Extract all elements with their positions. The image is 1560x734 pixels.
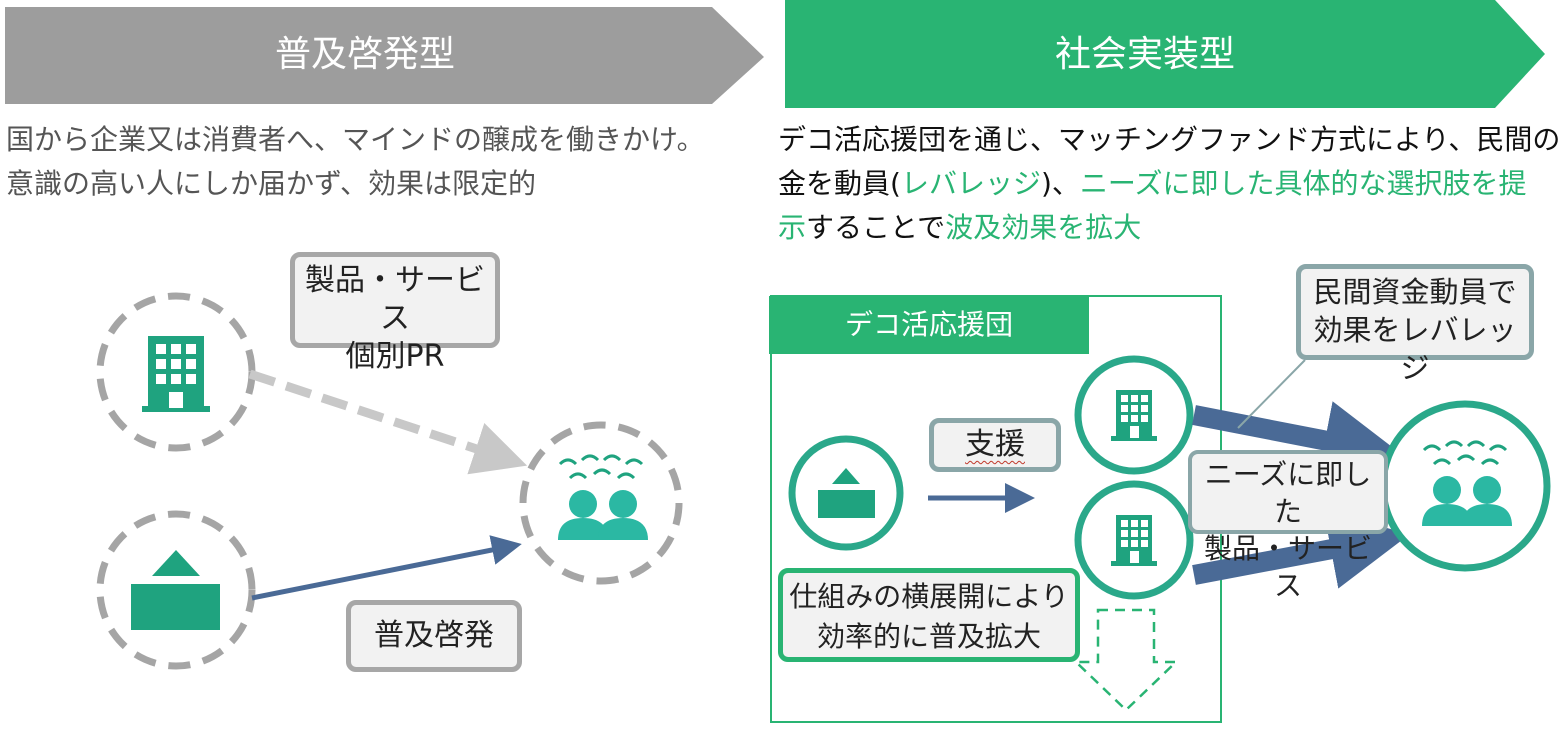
right-desc-line2: 金を動員(レバレッジ)、ニーズに即した具体的な選択肢を提 xyxy=(778,167,1527,200)
right-desc-line3: 示することで波及効果を拡大 xyxy=(778,211,1142,244)
right-desc-line1: デコ活応援団を通じ、マッチングファンド方式により、民間の資 xyxy=(778,123,1560,156)
needs-product-label: ニーズに即した 製品・サービス xyxy=(1188,450,1388,602)
right-header-title: 社会実装型 xyxy=(1054,34,1235,75)
expand-label: 仕組みの横展開により 効率的に普及拡大 xyxy=(778,568,1080,662)
private-fund-label: 民間資金動員で 効果をレバレッジ xyxy=(1296,264,1534,385)
right-header-chevron xyxy=(785,0,1545,108)
left-promo-arrow xyxy=(251,535,522,601)
header-chevrons xyxy=(5,0,1545,108)
building-icon-right-bottom xyxy=(1111,515,1157,566)
promo-label: 普及啓発 xyxy=(346,600,522,672)
left-header-chevron xyxy=(5,7,764,104)
support-label: 支援 xyxy=(929,418,1061,472)
left-government-circle xyxy=(96,510,256,670)
leverage-arrow-top xyxy=(1192,401,1404,480)
left-desc-line2: 意識の高い人にしか届かず、効果は限定的 xyxy=(6,167,537,200)
building-icon-right-top xyxy=(1111,390,1157,441)
building-icon xyxy=(142,336,210,412)
right-description: デコ活応援団を通じ、マッチングファンド方式により、民間の資 金を動員(レバレッジ… xyxy=(778,118,1560,250)
left-desc-line1: 国から企業又は消費者へ、マインドの醸成を働きかけ。 xyxy=(6,123,705,156)
group-title-bar xyxy=(769,296,1089,354)
left-pr-arrow xyxy=(248,369,528,475)
group-title: デコ活応援団 xyxy=(844,308,1013,341)
consumers-icon-right xyxy=(1422,440,1512,526)
product-pr-label: 製品・サービス 個別PR xyxy=(290,252,500,374)
leverage-arrow-bottom xyxy=(1192,509,1410,589)
callout-line xyxy=(1237,359,1306,429)
expand-dashed-arrow xyxy=(1072,608,1180,712)
government-icon-right xyxy=(818,468,875,518)
left-description: 国から企業又は消費者へ、マインドの醸成を働きかけ。 意識の高い人にしか届かず、効… xyxy=(6,118,705,206)
government-icon xyxy=(131,550,220,630)
left-header-title: 普及啓発型 xyxy=(274,34,455,75)
left-consumer-circle xyxy=(519,421,683,585)
right-consumer-circle xyxy=(1379,400,1551,572)
consumers-icon xyxy=(558,454,648,540)
